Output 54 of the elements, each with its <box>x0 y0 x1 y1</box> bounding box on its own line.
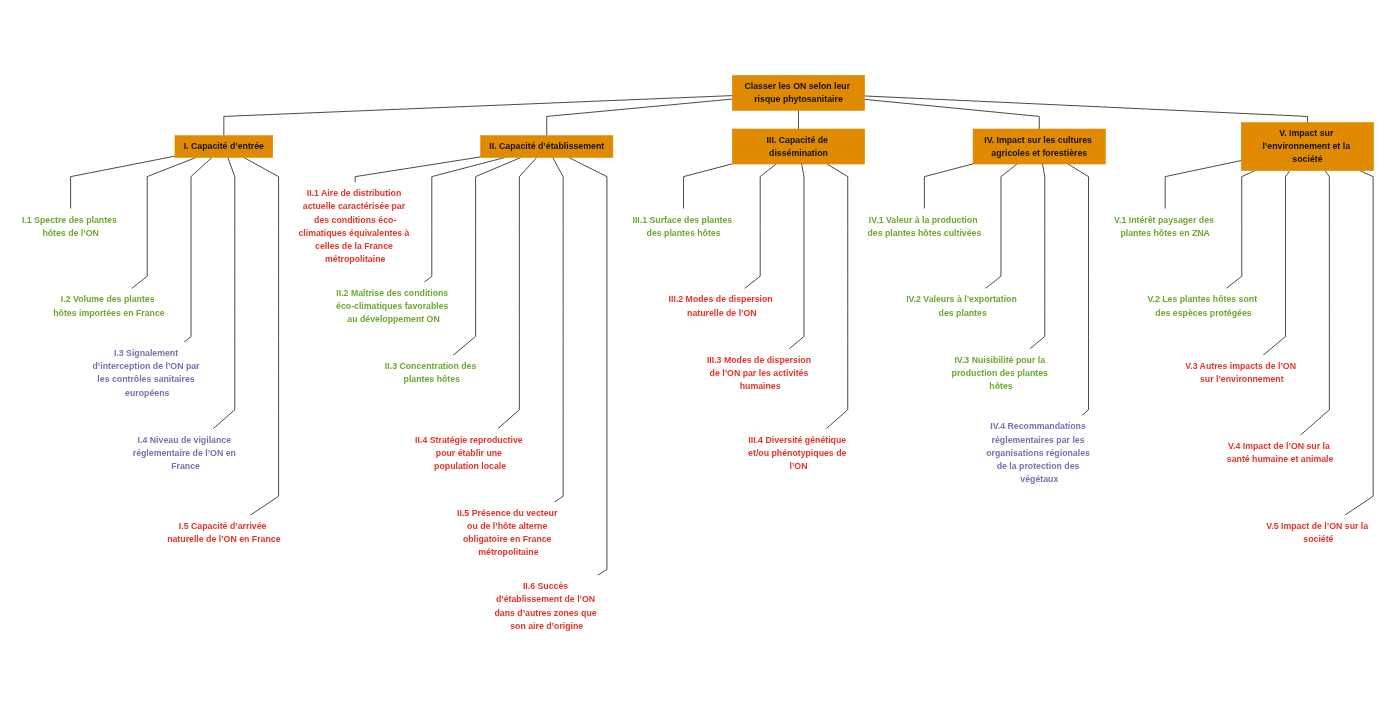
connector <box>864 99 1040 130</box>
node-box: Classer les ON selon leur risque phytosanitaire <box>732 75 865 112</box>
node-text: IV.3 Nuisibilité pour la production des plantes hôtes <box>951 355 1048 391</box>
node-text: IV.2 Valeurs à l’exportation des plantes <box>906 295 1017 318</box>
node-text: III.1 Surface des plantes des plantes hôtes <box>632 215 733 238</box>
connector <box>864 95 1308 124</box>
node-text: II.1 Aire de distribution actuelle caractérisée par des conditions éco-climatiques équivalentes à celles de la France métropolitaine <box>298 189 410 264</box>
node-text: V.4 Impact de l’ON sur la santé humaine et animale <box>1226 441 1334 465</box>
node-box: IV. Impact sur les cultures agricoles et forestières <box>972 129 1106 165</box>
node-text: IV.1 Valeur à la production des plantes hôtes cultivées <box>867 215 982 238</box>
connector <box>1344 170 1374 517</box>
connector <box>743 164 777 290</box>
connector <box>1067 164 1089 417</box>
connector <box>1225 170 1256 290</box>
node-text: III.2 Modes de dispersion naturelle de l’ON <box>668 295 773 318</box>
connector <box>1164 160 1242 210</box>
node-text: V.5 Impact de l’ON sur la société <box>1266 521 1369 545</box>
node-text: II.4 Stratégie reproductive pour établir une population locale <box>415 435 523 471</box>
node-box: V. Impact sur l’environnement et la société <box>1240 122 1374 172</box>
node-text: IV.4 Recommandations réglementaires par les organisations régionales de la protection des végétaux <box>986 422 1090 485</box>
connector <box>212 157 236 430</box>
connector <box>546 99 733 137</box>
connector <box>1299 170 1330 437</box>
node-box: I. Capacité d’entrée <box>174 135 273 159</box>
node-text: I.4 Niveau de vigilance réglementaire de l’ON en France <box>132 435 236 471</box>
connector <box>788 164 805 350</box>
connector <box>183 157 213 344</box>
node-text: V.1 Intérêt paysager des plantes hôtes en ZNA <box>1113 215 1214 238</box>
node-text: I.5 Capacité d’arrivée naturelle de l’ON en France <box>167 521 281 545</box>
connector <box>984 164 1018 290</box>
node-text: II.3 Concentration des plantes hôtes <box>384 361 477 385</box>
node-text: V.2 Les plantes hôtes sont des espèces protégées <box>1147 295 1258 318</box>
node-text: II.6 Succès d’établissement de l’ON dans d’autres zones que son aire d’origine <box>494 581 597 631</box>
connector <box>497 157 538 430</box>
connector <box>552 157 564 504</box>
node-text: II.2 Maîtrise des conditions éco-climatiques favorables au développement ON <box>336 288 449 325</box>
node-text: I.1 Spectre des plantes hôtes de l’ON <box>21 215 117 238</box>
connector <box>70 156 176 210</box>
node-text: V.3 Autres impacts de l’ON sur l’environnement <box>1185 361 1296 385</box>
node-text: I.3 Signalement d’interception de l’ON par les contrôles sanitaires européens <box>92 348 200 398</box>
connector <box>798 110 799 130</box>
node-box: II. Capacité d’établissement <box>480 135 614 159</box>
connector <box>568 157 608 577</box>
node-text: II.5 Présence du vecteur ou de l’hôte alterne obligatoire en France métropolitaine <box>457 508 558 558</box>
connector <box>1029 164 1046 350</box>
node-text: I.2 Volume des plantes hôtes importées en France <box>53 295 165 318</box>
connector <box>223 95 733 137</box>
node-text: III.3 Modes de dispersion de l’ON par les activités humaines <box>706 355 812 391</box>
node-box: III. Capacité de dissémination <box>732 129 865 165</box>
node-text: III.4 Diversité génétique et/ou phénotypiques de l’ON <box>748 435 847 471</box>
connector <box>825 164 849 430</box>
connector <box>1262 170 1291 357</box>
connector <box>243 157 279 517</box>
connector <box>354 156 481 184</box>
